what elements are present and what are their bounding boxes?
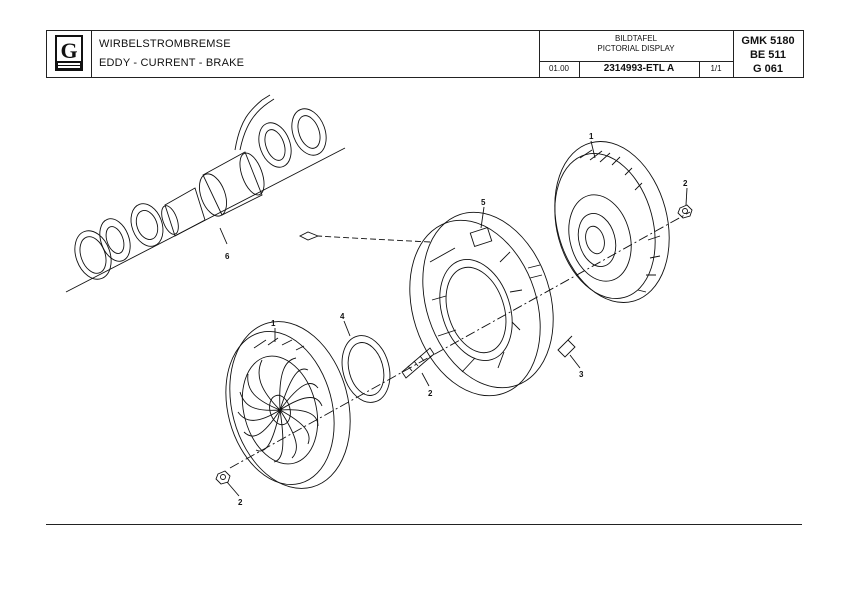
callout-2-nut-upper: 2 — [683, 179, 688, 188]
document-number: 2314993-ETL A — [579, 61, 700, 77]
pin — [557, 335, 576, 358]
callout-2-stud: 2 — [428, 389, 433, 398]
model-cell: GMK 5180 BE 511 G 061 — [733, 31, 803, 77]
footer-rule — [46, 524, 802, 525]
document-date: 01.00 — [539, 61, 580, 77]
logo-cell: G — [47, 31, 92, 77]
detail-inset-frame — [65, 147, 346, 293]
logo-letter: G — [60, 38, 77, 63]
callout-3-pin: 3 — [579, 370, 584, 379]
title-english: EDDY - CURRENT - BRAKE — [99, 57, 245, 69]
display-label-english: PICTORIAL DISPLAY — [597, 44, 675, 53]
callout-1-rotor-right: 1 — [589, 132, 594, 141]
title-german: WIRBELSTROMBREMSE — [99, 38, 231, 50]
model-line-3: G 061 — [753, 63, 783, 75]
callout-2-nut-lower: 2 — [238, 498, 243, 507]
display-cell: BILDTAFEL PICTORIAL DISPLAY 01.00 231499… — [539, 31, 734, 77]
model-line-2: BE 511 — [749, 49, 787, 61]
display-label-german: BILDTAFEL — [614, 34, 658, 43]
shim-ring — [341, 335, 391, 403]
title-block: G WIRBELSTROMBREMSE EDDY - CURRENT - BRA… — [46, 30, 804, 78]
callout-6-coil: 6 — [225, 252, 230, 261]
callout-1-rotor-left: 1 — [271, 319, 276, 328]
nut-lower — [215, 470, 231, 485]
coil-assembly-detail — [74, 94, 327, 280]
nut-upper — [677, 204, 693, 219]
title-cell: WIRBELSTROMBREMSE EDDY - CURRENT - BRAKE — [91, 31, 540, 77]
leader-lines — [226, 140, 688, 497]
document-info-row: 01.00 2314993-ETL A 1/1 — [539, 61, 733, 77]
stud-bolt — [401, 347, 435, 379]
page-number: 1/1 — [710, 64, 722, 73]
reference-arrow — [298, 231, 431, 243]
display-label: BILDTAFEL PICTORIAL DISPLAY — [539, 31, 733, 62]
rotor-disc-left — [225, 321, 351, 489]
callout-5-stator: 5 — [481, 198, 486, 207]
center-axis — [229, 211, 691, 469]
stator-housing — [409, 211, 554, 397]
rotor-disc-right — [554, 141, 670, 303]
model-line-1: GMK 5180 — [741, 35, 795, 47]
company-logo: G — [55, 35, 83, 71]
callout-4-shim: 4 — [340, 312, 345, 321]
